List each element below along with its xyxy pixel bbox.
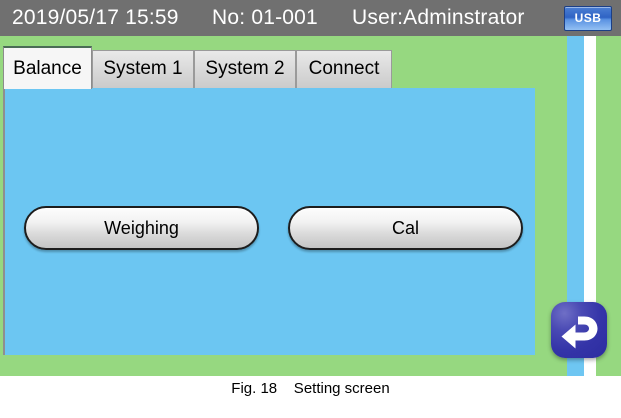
return-button[interactable]: [551, 302, 607, 358]
tab-bar: Balance System 1 System 2 Connect: [3, 46, 433, 89]
side-rail-white: [584, 36, 596, 376]
settings-panel: Weighing Cal: [3, 88, 535, 355]
status-user: User:Adminstrator: [352, 6, 525, 29]
tab-system-1[interactable]: System 1: [92, 50, 194, 88]
cal-button[interactable]: Cal: [288, 206, 523, 250]
return-arrow-icon: [561, 316, 598, 349]
figure-caption: Fig. 18 Setting screen: [231, 380, 390, 397]
usb-status-button[interactable]: USB: [564, 6, 612, 31]
status-sample-number: No: 01-001: [212, 6, 318, 29]
tab-connect[interactable]: Connect: [296, 50, 392, 88]
tab-system-2[interactable]: System 2: [194, 50, 296, 88]
side-rail-blue: [567, 36, 584, 376]
tab-balance[interactable]: Balance: [3, 46, 92, 89]
status-bar: 2019/05/17 15:59 No: 01-001 User:Adminst…: [0, 0, 621, 36]
weighing-button[interactable]: Weighing: [24, 206, 259, 250]
device-screen: 2019/05/17 15:59 No: 01-001 User:Adminst…: [0, 0, 621, 376]
status-datetime: 2019/05/17 15:59: [12, 6, 179, 29]
